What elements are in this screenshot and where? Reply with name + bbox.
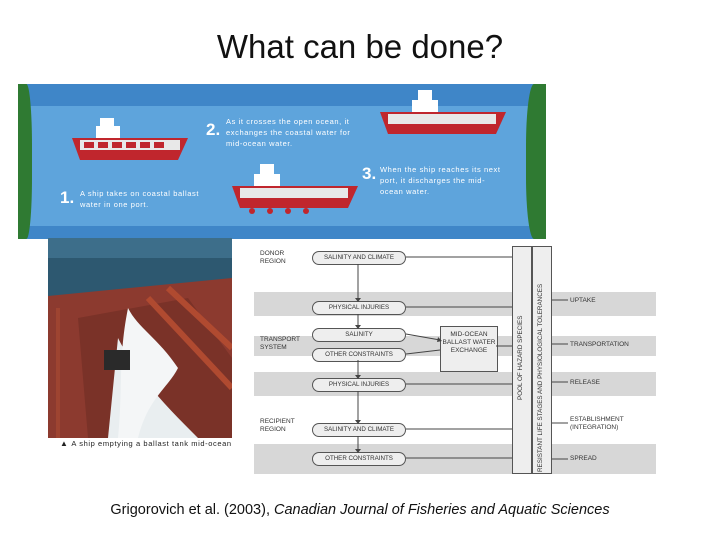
left-coast (18, 84, 32, 239)
step-2-text: As it crosses the open ocean, it exchang… (226, 117, 351, 148)
physical-injuries-pill-2: PHYSICAL INJURIES (312, 378, 406, 392)
tolerances-column (532, 246, 552, 474)
citation-authors: Grigorovich et al. (2003), (110, 502, 275, 518)
right-coast (526, 84, 546, 239)
stage-spread: SPREAD (570, 455, 597, 462)
slide-title: What can be done? (216, 28, 504, 65)
ballast-exchange-illustration: 1. A ship takes on coastal ballast water… (18, 84, 546, 239)
recipient-salinity-climate-pill: SALINITY AND CLIMATE (312, 423, 406, 437)
ship-mid-ocean (232, 164, 358, 214)
caption-arrow-icon: ▲ (60, 439, 72, 448)
pool-of-hazard-species-label: POOL OF HAZARD SPECIES (517, 315, 524, 400)
ballast-discharge-photo (48, 238, 232, 438)
mid-ocean-exchange-box: MID-OCEAN BALLAST WATER EXCHANGE (440, 326, 498, 372)
step-3-number: 3. (362, 164, 377, 183)
citation-journal: Canadian Journal of Fisheries and Aquati… (274, 502, 610, 518)
diagram-connectors (355, 256, 568, 460)
photo-caption: ▲ A ship emptying a ballast tank mid-oce… (60, 438, 235, 449)
photo-caption-text: A ship emptying a ballast tank mid-ocean (71, 439, 232, 448)
hazard-species-column (512, 246, 532, 474)
step-2-number: 2. (206, 120, 221, 139)
step-1-number: 1. (60, 188, 75, 207)
step-3-text: When the ship reaches its next port, it … (380, 165, 501, 196)
invasion-pathway-diagram: DONOR REGION TRANSPORT SYSTEM RECIPIENT … (234, 240, 674, 488)
ship-deck-picture (48, 238, 232, 438)
citation: Grigorovich et al. (2003), Canadian Jour… (0, 502, 720, 518)
salinity-pill: SALINITY (312, 328, 406, 342)
stage-uptake: UPTAKE (570, 297, 596, 304)
donor-region-label: DONOR REGION (260, 250, 286, 265)
step-1-text: A ship takes on coastal ballast water in… (80, 189, 200, 209)
ship-at-destination-port (380, 90, 506, 134)
ship-at-origin-port (72, 118, 188, 160)
stage-release: RELEASE (570, 379, 600, 386)
other-constraints-pill-2: OTHER CONSTRAINTS (312, 452, 406, 466)
stage-establishment: ESTABLISHMENT (INTEGRATION) (570, 416, 624, 431)
recipient-region-label: RECIPIENT REGION (260, 418, 295, 433)
physical-injuries-pill-1: PHYSICAL INJURIES (312, 301, 406, 315)
other-constraints-pill-1: OTHER CONSTRAINTS (312, 348, 406, 362)
stage-transportation: TRANSPORTATION (570, 341, 629, 348)
transport-system-label: TRANSPORT SYSTEM (260, 336, 300, 351)
resistant-life-stages-label: RESISTANT LIFE STAGES AND PHYSIOLOGICAL … (537, 283, 544, 472)
donor-salinity-climate-pill: SALINITY AND CLIMATE (312, 251, 406, 265)
